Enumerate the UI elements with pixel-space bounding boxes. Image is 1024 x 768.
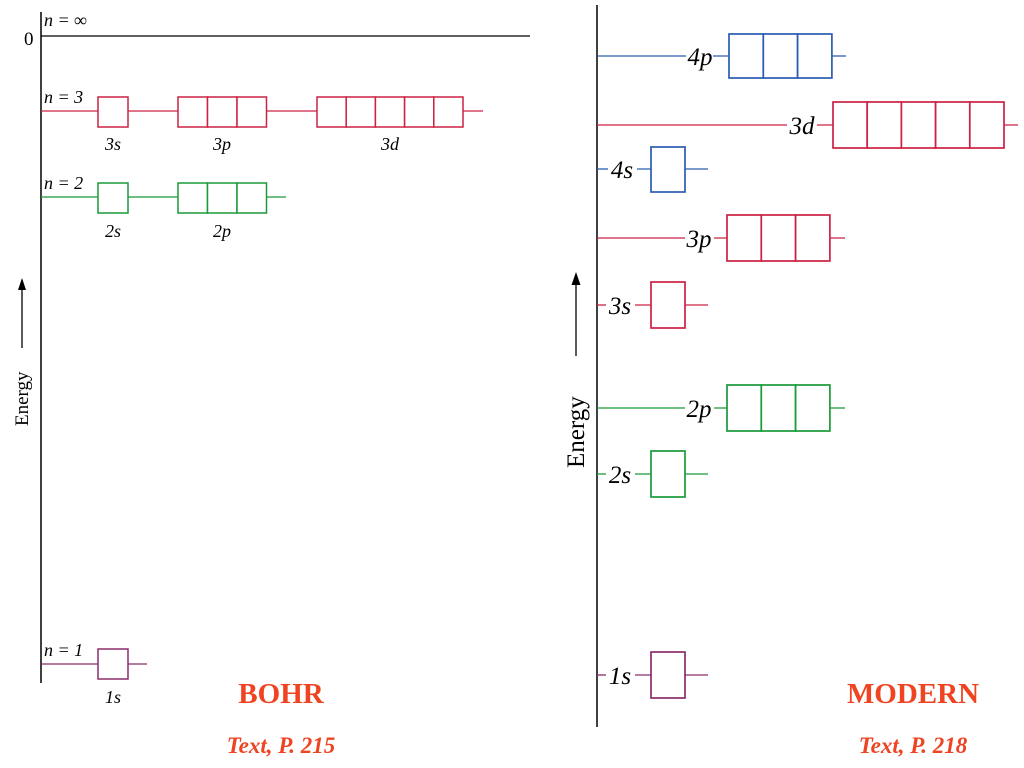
orbital-box xyxy=(316,96,347,128)
orbital-box xyxy=(345,96,377,128)
modern-orbital-3p: 3p xyxy=(597,214,845,262)
orbital-box xyxy=(650,281,686,329)
modern-orbital-label-4p: 4p xyxy=(688,44,713,71)
bohr-subshell-3s xyxy=(97,96,129,128)
bohr-subshell-label-2s: 2s xyxy=(105,221,121,241)
orbital-box xyxy=(760,384,797,432)
bohr-axis-label: Energy xyxy=(12,371,33,426)
bohr-subshell-label-3d: 3d xyxy=(380,134,400,154)
modern-panel: Energy 4p 3d 4s xyxy=(563,5,1018,758)
orbital-box xyxy=(650,146,686,193)
orbital-box xyxy=(934,101,971,149)
bohr-subshell-3p xyxy=(177,96,268,128)
modern-orbital-2s: 2s xyxy=(597,450,708,498)
bohr-level-label-n3: n = 3 xyxy=(44,87,83,107)
orbital-box xyxy=(97,648,129,680)
bohr-subshell-1s xyxy=(97,648,129,680)
modern-orbital-3d: 3d xyxy=(597,101,1018,149)
orbital-box xyxy=(433,96,464,128)
modern-title: MODERN xyxy=(847,678,979,710)
bohr-subshell-3d xyxy=(316,96,464,128)
bohr-subshell-label-1s: 1s xyxy=(105,687,121,707)
orbital-box xyxy=(866,101,903,149)
bohr-level-label-inf: n = ∞ xyxy=(44,10,87,30)
orbital-box xyxy=(968,101,1005,149)
bohr-title: BOHR xyxy=(238,678,324,710)
bohr-zero-label: 0 xyxy=(24,29,34,50)
modern-orbital-4p: 4p xyxy=(597,33,846,79)
orbital-box xyxy=(796,33,833,79)
orbital-box xyxy=(403,96,435,128)
orbital-box xyxy=(177,96,209,128)
modern-orbital-label-3p: 3p xyxy=(686,226,712,253)
orbital-box xyxy=(760,214,797,262)
bohr-level-label-n1: n = 1 xyxy=(44,640,83,660)
modern-orbital-3s: 3s xyxy=(597,281,708,329)
bohr-level-n2: n = 2 2s 2p xyxy=(41,173,286,241)
modern-orbital-4s: 4s xyxy=(597,146,708,193)
bohr-level-label-n2: n = 2 xyxy=(44,173,83,193)
orbital-box xyxy=(832,101,869,149)
bohr-level-n1: n = 1 1s xyxy=(41,640,147,707)
orbital-box xyxy=(650,651,686,699)
bohr-reference: Text, P. 215 xyxy=(227,733,336,758)
orbital-box xyxy=(236,96,268,128)
bohr-subshell-2p xyxy=(177,182,268,214)
modern-orbital-label-3s: 3s xyxy=(608,293,631,320)
bohr-energy-arrowhead-icon xyxy=(18,278,26,290)
modern-orbital-label-3d: 3d xyxy=(789,113,816,140)
orbital-box xyxy=(374,96,406,128)
bohr-subshell-2s xyxy=(97,182,129,214)
modern-reference: Text, P. 218 xyxy=(859,733,968,758)
bohr-level-n3: n = 3 3s 3p 3d xyxy=(41,87,483,154)
orbital-box xyxy=(762,33,799,79)
orbital-box xyxy=(726,384,763,432)
modern-orbital-label-4s: 4s xyxy=(611,157,633,184)
orbital-box xyxy=(726,214,763,262)
orbital-box xyxy=(900,101,937,149)
orbital-box xyxy=(794,214,831,262)
modern-orbital-label-2p: 2p xyxy=(687,396,712,423)
orbital-box xyxy=(728,33,765,79)
orbital-box xyxy=(177,182,209,214)
orbital-box xyxy=(206,182,238,214)
bohr-subshell-label-2p: 2p xyxy=(213,221,231,241)
bohr-panel: 0 Energy n = ∞ n = 3 3s 3p xyxy=(12,10,530,758)
orbital-box xyxy=(97,182,129,214)
orbital-box xyxy=(97,96,129,128)
modern-energy-arrowhead-icon xyxy=(571,272,581,285)
orbital-box xyxy=(206,96,238,128)
modern-orbital-label-2s: 2s xyxy=(609,462,631,489)
modern-orbital-1s: 1s xyxy=(597,651,708,699)
bohr-subshell-label-3s: 3s xyxy=(104,134,121,154)
modern-axis-label-group: Energy xyxy=(563,272,590,468)
orbital-box xyxy=(650,450,686,498)
orbital-box xyxy=(236,182,268,214)
modern-orbital-2p: 2p xyxy=(597,384,845,432)
orbital-box xyxy=(794,384,831,432)
bohr-axis-label-group: Energy xyxy=(12,278,33,426)
bohr-subshell-label-3p: 3p xyxy=(212,134,231,154)
modern-orbital-label-1s: 1s xyxy=(609,663,631,690)
modern-axis-label: Energy xyxy=(563,396,590,468)
